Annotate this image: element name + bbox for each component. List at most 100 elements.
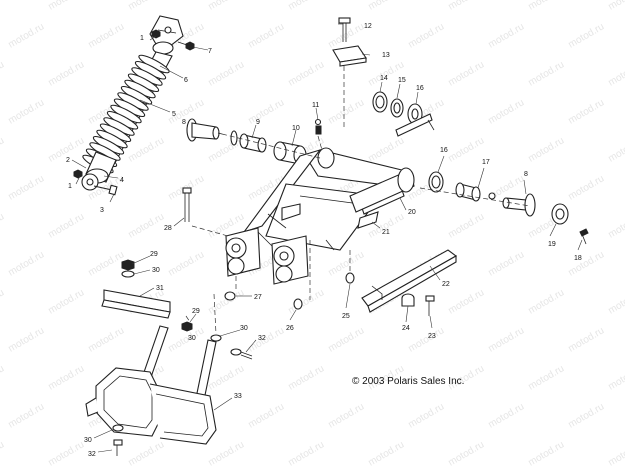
- watermark-text: motod.ru: [527, 439, 567, 468]
- watermark-text: motod.ru: [207, 439, 247, 468]
- copyright-notice: © 2003 Polaris Sales Inc.: [352, 376, 465, 387]
- watermark-text: motod.ru: [0, 135, 6, 164]
- watermark-text: motod.ru: [487, 97, 527, 126]
- callout-30: 30: [152, 267, 160, 274]
- callout-8: 8: [182, 119, 186, 126]
- watermark-text: motod.ru: [0, 59, 6, 88]
- callout-16b: 16: [440, 147, 448, 154]
- watermark-text: motod.ru: [127, 135, 167, 164]
- watermark-text: motod.ru: [127, 439, 167, 468]
- callout-29: 29: [150, 251, 158, 258]
- callout-5: 5: [172, 111, 176, 118]
- callout-11: 11: [312, 102, 319, 109]
- watermark-text: motod.ru: [367, 439, 407, 468]
- watermark-text: motod.ru: [487, 249, 527, 278]
- watermark-text: motod.ru: [127, 0, 167, 13]
- callout-29b: 29: [192, 308, 200, 315]
- watermark-text: motod.ru: [527, 363, 567, 392]
- watermark-text: motod.ru: [287, 439, 327, 468]
- callout-3: 3: [100, 207, 104, 214]
- watermark-text: motod.ru: [287, 59, 327, 88]
- shock-absorber: [73, 15, 195, 196]
- leader-lines: [71, 23, 583, 453]
- callout-4: 4: [120, 177, 124, 184]
- callout-8b: 8: [524, 171, 528, 178]
- watermark-text: motod.ru: [207, 363, 247, 392]
- callout-2: 2: [66, 157, 70, 164]
- nut-icon: [73, 169, 83, 179]
- watermark-text: motod.ru: [207, 0, 247, 13]
- callout-1b: 1: [68, 183, 72, 190]
- watermark-text: motod.ru: [7, 325, 47, 354]
- watermark-text: motod.ru: [127, 211, 167, 240]
- watermark-text: motod.ru: [7, 401, 47, 430]
- watermark-text: motod.ru: [447, 287, 487, 316]
- watermark-text: motod.ru: [247, 325, 287, 354]
- swing-arm-left-rail: [242, 148, 322, 234]
- callout-26: 26: [286, 325, 294, 332]
- watermark-text: motod.ru: [407, 21, 447, 50]
- callout-14: 14: [380, 75, 388, 82]
- watermark-text: motod.ru: [287, 287, 327, 316]
- watermark-text: motod.ru: [47, 59, 87, 88]
- watermark-text: motod.ru: [327, 325, 367, 354]
- watermark-text: motod.ru: [567, 401, 607, 430]
- watermark-text: motod.ru: [567, 173, 607, 202]
- callout-1: 1: [140, 35, 144, 42]
- callout-32b: 32: [88, 451, 96, 458]
- watermark-text: motod.ru: [327, 401, 367, 430]
- watermark-text: motod.ru: [447, 135, 487, 164]
- watermark-text: motod.ru: [87, 249, 127, 278]
- callout-30d: 30: [84, 437, 92, 444]
- callout-numbers: 1 7 6 5 2 1 4 3 8 9 10 11 12 13 14 15 16…: [66, 23, 582, 458]
- callout-15: 15: [398, 77, 406, 84]
- watermark-text: motod.ru: [367, 135, 407, 164]
- callout-30b: 30: [188, 335, 196, 342]
- guide-rail: [224, 240, 458, 316]
- watermark-text: motod.ru: [327, 249, 367, 278]
- watermark-text: motod.ru: [7, 249, 47, 278]
- callout-27: 27: [254, 294, 262, 301]
- watermark-text: motod.ru: [487, 325, 527, 354]
- watermark-text: motod.ru: [607, 439, 625, 468]
- watermark-text: motod.ru: [607, 0, 625, 13]
- watermark-text: motod.ru: [527, 0, 567, 13]
- watermark-text: motod.ru: [527, 287, 567, 316]
- watermark-text: motod.ru: [0, 439, 6, 468]
- flap-panel: [101, 259, 253, 360]
- callout-30c: 30: [240, 325, 248, 332]
- swing-arm-pivot-tube: [397, 167, 415, 193]
- watermark-text: motod.ru: [287, 0, 327, 13]
- callout-22: 22: [442, 281, 450, 288]
- watermark-text: motod.ru: [47, 0, 87, 13]
- watermark-text: motod.ru: [7, 97, 47, 126]
- watermark-text: motod.ru: [607, 211, 625, 240]
- watermark-text: motod.ru: [207, 59, 247, 88]
- watermark-text: motod.ru: [47, 211, 87, 240]
- watermark-text: motod.ru: [7, 21, 47, 50]
- watermark-text: motod.ru: [247, 21, 287, 50]
- watermark-text: motod.ru: [567, 325, 607, 354]
- callout-13: 13: [382, 52, 390, 59]
- callout-19: 19: [548, 241, 556, 248]
- watermark-text: motod.ru: [207, 287, 247, 316]
- callout-12: 12: [364, 23, 372, 30]
- watermark-text: motod.ru: [367, 0, 407, 13]
- callout-20: 20: [408, 209, 416, 216]
- watermark-text: motod.ru: [607, 59, 625, 88]
- watermark-text: motod.ru: [447, 0, 487, 13]
- watermark-text: motod.ru: [47, 439, 87, 468]
- callout-7: 7: [208, 48, 212, 55]
- watermark-text: motod.ru: [487, 401, 527, 430]
- watermark-text: motod.ru: [447, 59, 487, 88]
- watermark-text: motod.ru: [87, 325, 127, 354]
- callout-33: 33: [234, 393, 242, 400]
- watermark-text: motod.ru: [0, 287, 6, 316]
- watermark-text: motod.ru: [447, 439, 487, 468]
- callout-21: 21: [382, 229, 390, 236]
- watermark-text: motod.ru: [447, 211, 487, 240]
- callout-18: 18: [574, 255, 582, 262]
- callout-17: 17: [482, 159, 490, 166]
